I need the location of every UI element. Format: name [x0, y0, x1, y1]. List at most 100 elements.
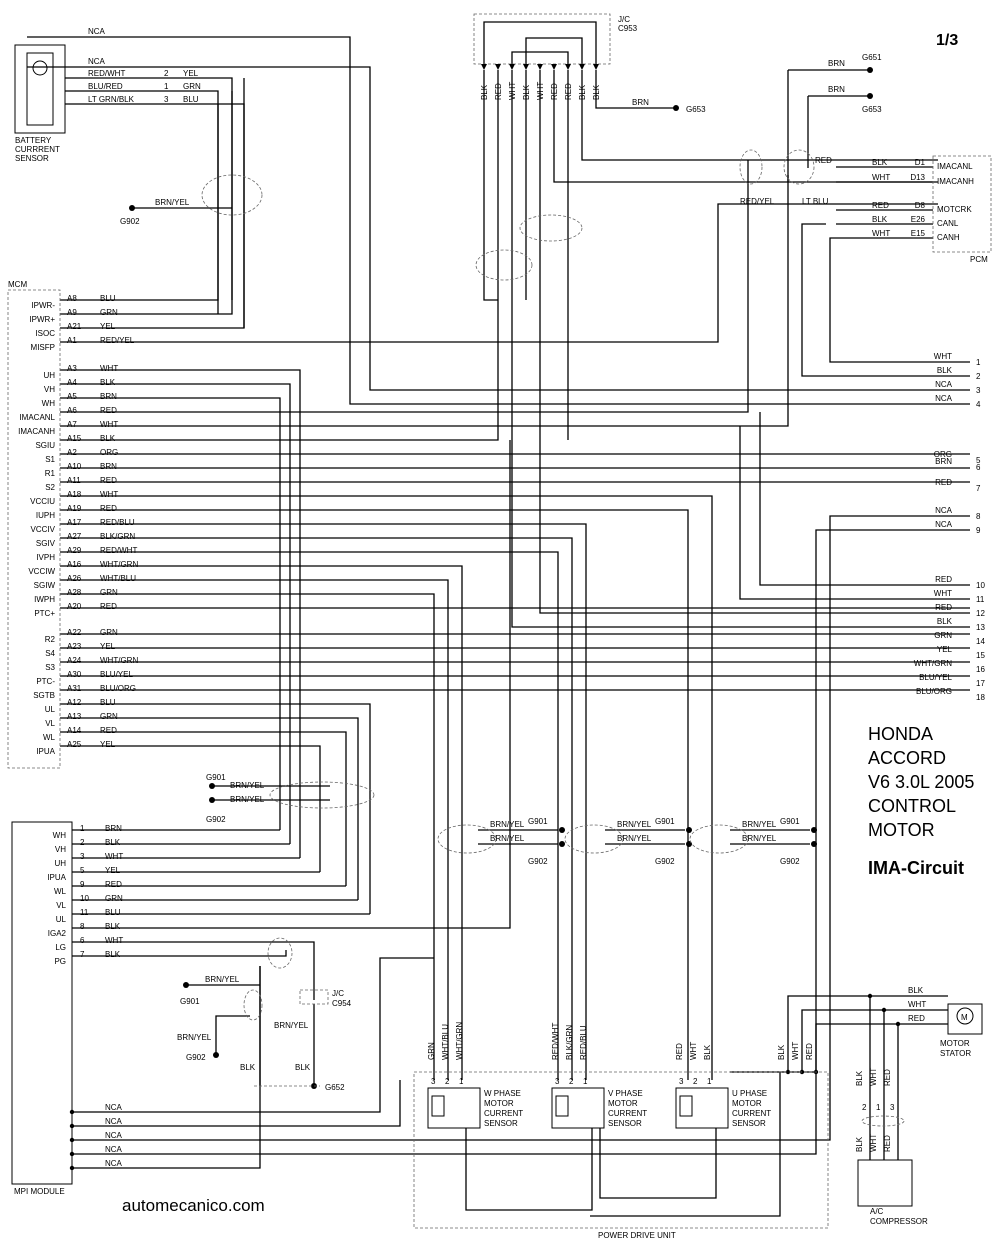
sensor-core: [555, 1095, 569, 1117]
shield-icon: [739, 149, 763, 185]
mpi-wire-color: BLU: [105, 908, 121, 917]
sensor-pin-number: 1: [707, 1077, 712, 1086]
mcm-pin-name: UL: [45, 705, 56, 714]
sensor-label: SENSOR: [608, 1119, 642, 1128]
mcm-pin-number: A29: [67, 546, 82, 555]
wire: [60, 703, 371, 914]
right-wire-color: NCA: [935, 380, 953, 389]
sensor-label: CURRENT: [732, 1109, 771, 1118]
wire: [60, 509, 689, 1080]
ground-icon: [811, 841, 817, 847]
mcm-pin-name: R1: [45, 469, 56, 478]
wire-label: BRN: [632, 98, 649, 107]
shield-icon: [243, 989, 263, 1021]
wire: [590, 1072, 781, 1217]
pdu-wire-color: RED: [805, 1043, 814, 1060]
wire: [599, 1128, 717, 1199]
sensor-pin-number: 2: [569, 1077, 574, 1086]
jc954-box: [299, 989, 329, 1005]
mcm-pin-name: MISFP: [31, 343, 55, 352]
wire: [60, 160, 749, 413]
mcm-wire-color: WHT: [100, 420, 118, 429]
wire: [581, 70, 938, 161]
wire: [595, 70, 676, 109]
mcm-pin-number: A22: [67, 628, 82, 637]
diagram-subtitle: IMA-Circuit: [868, 858, 964, 878]
wire-label: BRN: [828, 59, 845, 68]
wire: [60, 731, 347, 886]
sensor-pin-number: 3: [431, 1077, 436, 1086]
mcm-wire-color: BLU: [100, 698, 116, 707]
component-layer: [7, 13, 992, 1229]
mpi-pin-name: WH: [53, 831, 67, 840]
wire: [60, 369, 301, 858]
right-pin-number: 17: [976, 679, 985, 688]
mcm-wire-color: BLK: [100, 378, 116, 387]
wire-label: GRN: [183, 82, 201, 91]
mpi-pin-number: 10: [80, 894, 89, 903]
shield-icon: [201, 174, 263, 216]
ground-label: G902: [206, 815, 226, 824]
wire-label: RED/YEL: [740, 197, 775, 206]
sensor-label: SENSOR: [732, 1119, 766, 1128]
mcm-wire-color: BLU/YEL: [100, 670, 133, 679]
jc-bus: [511, 51, 569, 64]
connector-pin: [593, 64, 599, 70]
ground-label: G901: [528, 817, 548, 826]
mcm-pin-name: R2: [45, 635, 56, 644]
ground-label: G653: [862, 105, 882, 114]
right-wire-color: RED: [935, 575, 952, 584]
sensor-core: [679, 1095, 693, 1117]
mcm-wire-color: WHT: [100, 364, 118, 373]
mpi-pin-name: VH: [55, 845, 66, 854]
wire-battery: [65, 103, 245, 328]
mpi-pin-name: LG: [55, 943, 66, 952]
mpi-wire-color: NCA: [105, 1145, 123, 1154]
mpi-wire-color: NCA: [105, 1131, 123, 1140]
mcm-wire-color: WHT/GRN: [100, 560, 138, 569]
mcm-pin-name: SGIW: [34, 581, 56, 590]
mcm-pin-number: A11: [67, 476, 81, 485]
wire-label: BRN/YEL: [230, 795, 265, 804]
right-pin-number: 6: [976, 463, 981, 472]
mcm-wire-color: GRN: [100, 712, 118, 721]
mcm-pin-number: A21: [67, 322, 82, 331]
mpi-wire-color: WHT: [105, 936, 123, 945]
right-pin-number: 10: [976, 581, 985, 590]
wire-label-nca: NCA: [88, 57, 106, 66]
right-wire-color: NCA: [935, 506, 953, 515]
shield-icon: [783, 149, 815, 185]
mpi-wire-color: RED: [105, 880, 122, 889]
mcm-pin-number: A19: [67, 504, 82, 513]
mcm-pin-name: SGTB: [33, 691, 55, 700]
ground-label: G902: [780, 857, 800, 866]
right-wire-color: WHT: [934, 352, 952, 361]
ground-label: G902: [655, 857, 675, 866]
mcm-wire-color: BRN: [100, 462, 117, 471]
mpi-pin-name: IGA2: [48, 929, 67, 938]
ground-icon: [686, 841, 692, 847]
mcm-pin-number: A15: [67, 434, 82, 443]
pcm-wire-color: BLK: [872, 215, 888, 224]
right-pin-number: 4: [976, 400, 981, 409]
stator-label: MOTOR: [940, 1039, 970, 1048]
right-wire-color: YEL: [937, 645, 953, 654]
wire: [72, 957, 434, 1113]
jc953-wire-color: BLK: [578, 84, 587, 100]
ac-wire-color: BLK: [855, 1070, 864, 1086]
wire: [465, 1128, 593, 1211]
pcm-pin-name: IMACANH: [937, 177, 974, 186]
sensor-label: MOTOR: [484, 1099, 514, 1108]
wire: [60, 397, 281, 830]
right-pin-number: 12: [976, 609, 985, 618]
mpi-pin-number: 11: [80, 908, 89, 917]
ground-label: G651: [862, 53, 882, 62]
page-number: 1/3: [936, 32, 959, 49]
right-wire-color: BLK: [937, 366, 953, 375]
mcm-pin-number: A1: [67, 336, 77, 345]
mcm-pin-number: A31: [67, 684, 82, 693]
ac-label: COMPRESSOR: [870, 1217, 928, 1226]
right-pin-number: 14: [976, 637, 985, 646]
pdu-label: POWER DRIVE UNIT: [598, 1231, 676, 1240]
